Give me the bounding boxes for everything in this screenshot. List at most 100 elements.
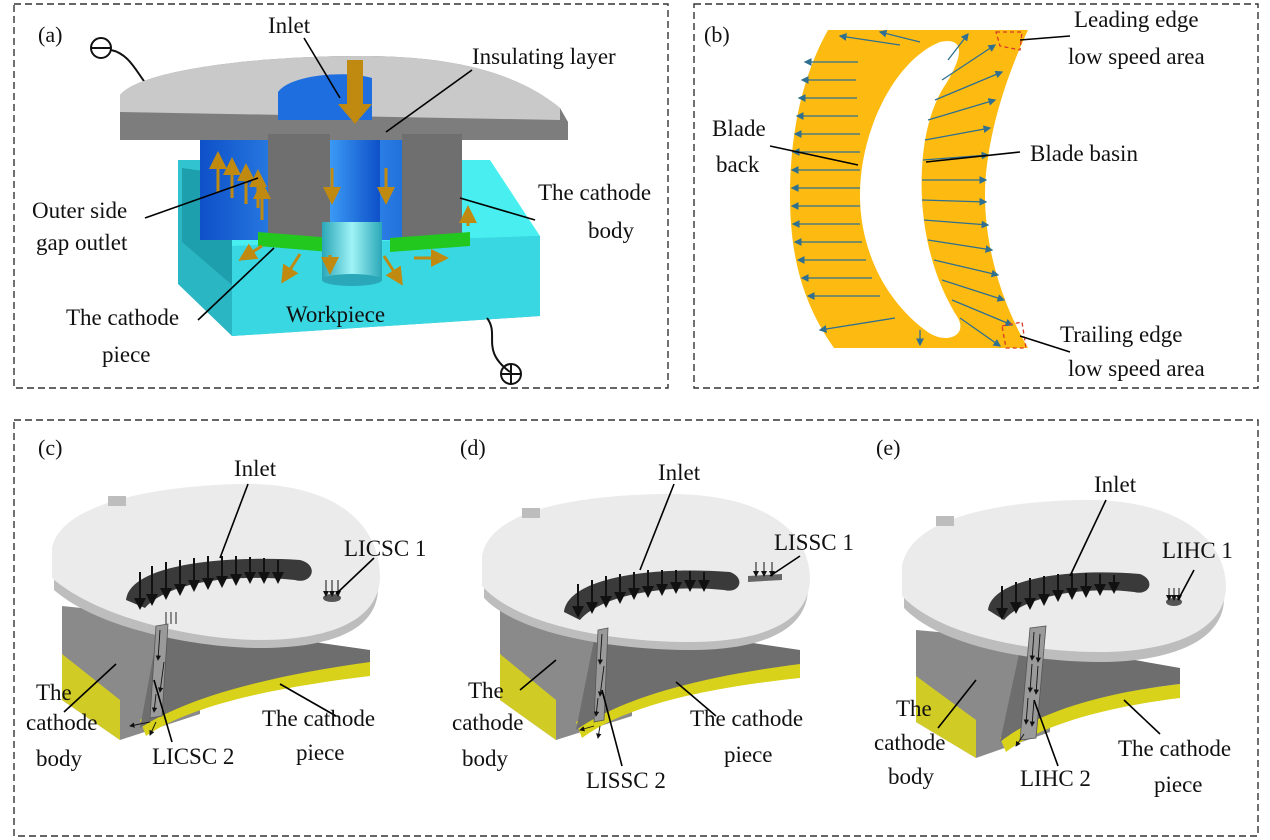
label-channel-1-c: LICSC 1 xyxy=(344,536,426,561)
label-blade-basin: Blade basin xyxy=(1030,141,1138,166)
label-cathode-piece-c-1: The cathode xyxy=(262,706,375,731)
label-trailing-edge-2: low speed area xyxy=(1068,356,1205,381)
channel-1-d xyxy=(748,562,782,582)
inlet-flow-arrow xyxy=(338,60,372,124)
label-cathode-piece-d-1: The cathode xyxy=(690,706,803,731)
panel-d: (d) xyxy=(452,435,854,793)
label-inlet-c: Inlet xyxy=(234,456,277,481)
label-channel-2-d: LISSC 2 xyxy=(586,768,666,793)
label-inlet-a: Inlet xyxy=(268,13,311,38)
panel-a-tag: (a) xyxy=(38,22,62,47)
label-blade-back-1: Blade xyxy=(712,116,766,141)
label-cathode-body-a-1: The cathode xyxy=(538,180,651,205)
leader-blade-back xyxy=(769,145,859,166)
leader-cathode-piece-c xyxy=(279,683,337,717)
cathode-wall-d xyxy=(576,620,800,730)
blade-profile-hole xyxy=(860,41,961,339)
label-insulating-layer: Insulating layer xyxy=(472,44,616,69)
inlet-arrows-e xyxy=(996,573,1120,620)
flow-arrows-a xyxy=(209,151,477,286)
label-cathode-body-d-1: The xyxy=(468,678,504,703)
inlet-arrows-c xyxy=(134,556,284,610)
label-channel-1-d: LISSC 1 xyxy=(774,530,854,555)
positive-terminal-icon xyxy=(486,317,522,385)
label-cathode-body-d-3: body xyxy=(462,746,509,771)
label-inlet-e: Inlet xyxy=(1094,472,1137,497)
leader-insulating xyxy=(385,69,473,133)
label-channel-1-e: LIHC 1 xyxy=(1162,538,1233,563)
plate-tab-e xyxy=(936,516,954,526)
leader-cathode-piece-d xyxy=(675,681,717,717)
frame-panel-cde xyxy=(13,419,1259,837)
blade-flow-arrows xyxy=(790,29,1014,347)
leader-inlet-d xyxy=(639,483,675,571)
cathode-piece-curve-c xyxy=(140,660,370,736)
cathode-piece-yellow-d xyxy=(500,654,556,740)
cathode-wall-e xyxy=(1000,640,1180,742)
leader-trailing-edge xyxy=(1019,335,1071,353)
cathode-piece-green-left xyxy=(258,232,332,252)
channel-2-e xyxy=(1015,625,1047,747)
cathode-piece-yellow-c xyxy=(62,654,120,740)
leading-edge-marker xyxy=(995,31,1023,51)
label-cathode-piece-d-2: piece xyxy=(724,742,773,767)
cathode-piece-curve-e xyxy=(1000,684,1180,752)
cathode-plate-top-d xyxy=(482,493,810,642)
leader-channel-2-e xyxy=(1033,699,1059,767)
label-cathode-body-e-3: body xyxy=(888,764,935,789)
leader-cathode-piece-a xyxy=(197,247,275,321)
label-outer-gap-2: gap outlet xyxy=(36,230,128,255)
cathode-leg-left xyxy=(268,134,330,238)
label-cathode-piece-a-2: piece xyxy=(102,342,151,367)
panel-b: (b) xyxy=(704,7,1205,381)
panel-d-tag: (d) xyxy=(460,435,486,460)
frame-panel-b xyxy=(693,3,1259,389)
label-outer-gap-1: Outer side xyxy=(32,198,127,223)
panel-e-tag: (e) xyxy=(876,435,900,460)
label-leading-edge-2: low speed area xyxy=(1068,44,1205,69)
leader-cathode-body-d xyxy=(519,659,557,691)
cathode-piece-green-right xyxy=(390,232,470,252)
cathode-top-plate xyxy=(120,55,568,140)
label-cathode-body-d-2: cathode xyxy=(452,710,524,735)
leader-channel-1-c xyxy=(335,557,375,595)
label-cathode-piece-c-2: piece xyxy=(296,740,345,765)
leader-channel-2-c xyxy=(153,679,173,743)
leader-cathode-body-e xyxy=(937,679,977,729)
leader-blade-basin xyxy=(925,151,1021,163)
label-cathode-body-c-1: The xyxy=(36,680,72,705)
leader-cathode-piece-e xyxy=(1123,699,1161,735)
panel-c-tag: (c) xyxy=(38,435,62,460)
label-blade-back-2: back xyxy=(716,152,760,177)
leader-cathode-body-c xyxy=(63,663,117,713)
leader-inlet-a xyxy=(303,37,341,99)
plate-tab-d xyxy=(522,508,540,518)
label-channel-2-c: LICSC 2 xyxy=(152,744,234,769)
label-cathode-piece-e-1: The cathode xyxy=(1118,736,1231,761)
channel-1-c xyxy=(323,580,341,602)
leader-channel-1-d xyxy=(769,555,801,577)
cathode-wall-c xyxy=(140,620,370,728)
label-cathode-piece-a-1: The cathode xyxy=(66,305,179,330)
label-cathode-body-e-2: cathode xyxy=(874,730,946,755)
central-cylinder xyxy=(322,222,382,286)
plate-tab-c xyxy=(108,496,126,506)
leader-channel-2-d xyxy=(601,689,623,767)
cathode-piece-curve-d xyxy=(576,662,800,738)
panel-b-tag: (b) xyxy=(704,22,730,47)
label-cathode-piece-e-2: piece xyxy=(1154,772,1203,797)
panel-e: (e) xyxy=(874,435,1233,797)
label-workpiece: Workpiece xyxy=(286,302,385,327)
label-leading-edge-1: Leading edge xyxy=(1074,7,1199,32)
label-cathode-body-e-1: The xyxy=(896,696,932,721)
label-cathode-body-a-2: body xyxy=(588,218,635,243)
leader-inlet-e xyxy=(1069,499,1107,577)
label-cathode-body-c-3: body xyxy=(36,746,83,771)
label-channel-2-e: LIHC 2 xyxy=(1020,766,1091,791)
inlet-slot-c xyxy=(126,558,312,608)
inlet-arrows-d xyxy=(572,570,710,618)
label-trailing-edge-1: Trailing edge xyxy=(1060,322,1182,347)
label-cathode-body-c-2: cathode xyxy=(26,710,98,735)
panel-a: (a) xyxy=(32,13,651,385)
